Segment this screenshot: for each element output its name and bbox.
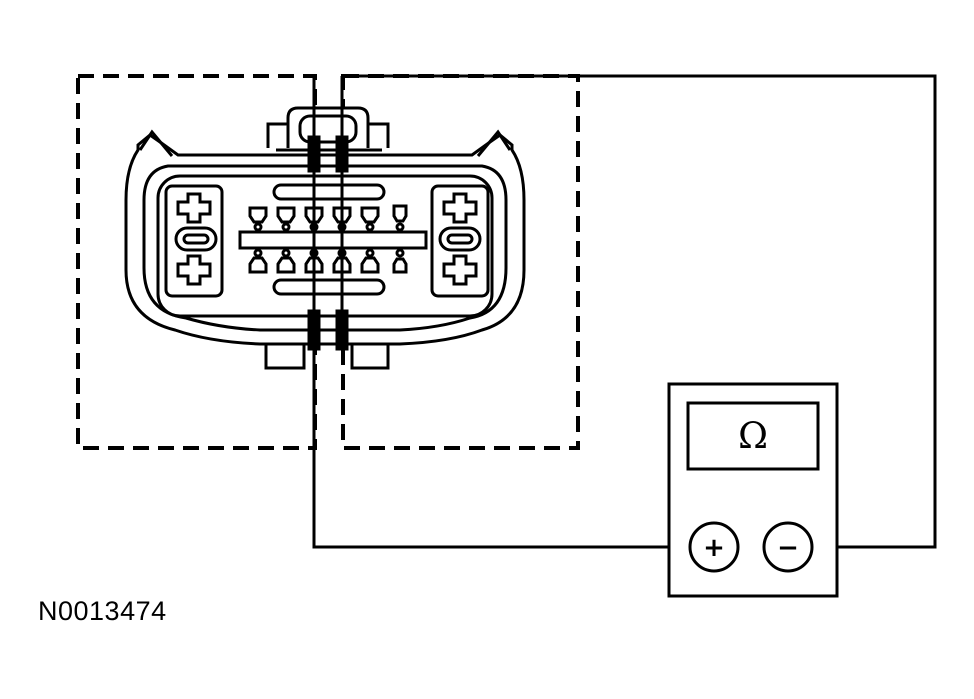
upper-rail — [272, 183, 386, 201]
right-ear — [476, 129, 512, 157]
cavity-pin — [365, 248, 375, 258]
cavity-pin — [281, 222, 291, 232]
bottom-right-tab — [350, 340, 390, 370]
right-lower-cross — [442, 254, 478, 286]
lower-left-probe — [307, 309, 321, 351]
negative-terminal — [762, 521, 814, 573]
right-oval-key-inner — [446, 233, 474, 245]
lower-rail — [272, 278, 386, 296]
cavity-pin — [253, 222, 263, 232]
top-right-tab — [368, 122, 390, 148]
meter-wiring — [312, 74, 937, 549]
cavity — [360, 206, 380, 224]
cavity-pin — [365, 222, 375, 232]
bottom-left-tab — [264, 340, 306, 370]
cavity-pin — [395, 222, 405, 232]
meter-display-symbol: Ω — [738, 416, 768, 457]
left-oval-key-inner — [182, 233, 210, 245]
cavity-pin — [395, 248, 405, 258]
positive-lead-wire — [312, 346, 690, 549]
cavity — [276, 206, 296, 224]
cavity — [276, 256, 296, 274]
cavity-pin — [253, 248, 263, 258]
connector-icon — [124, 106, 526, 370]
left-lower-cross — [176, 254, 212, 286]
positive-terminal — [688, 521, 740, 573]
negative-lead-wire — [342, 74, 937, 549]
lower-right-probe — [335, 309, 349, 351]
cavity — [392, 257, 408, 274]
cavity — [392, 204, 408, 223]
upper-left-probe — [307, 135, 321, 173]
positive-terminal-label: + — [703, 533, 725, 563]
cavity — [360, 256, 380, 274]
right-upper-cross — [442, 192, 478, 224]
center-rail — [238, 230, 428, 250]
figure-id-label: N0013474 — [38, 596, 167, 626]
left-dashed-boundary — [76, 74, 317, 450]
upper-cavity-row — [248, 204, 408, 232]
left-ear — [138, 129, 174, 157]
upper-right-probe — [335, 135, 349, 173]
ohmmeter-icon: Ω + − — [667, 382, 839, 598]
meter-display — [686, 401, 820, 471]
top-left-tab — [266, 122, 288, 148]
cavity — [248, 206, 268, 224]
cavity-pin — [281, 248, 291, 258]
negative-terminal-label: − — [777, 533, 799, 563]
cavity — [248, 256, 268, 274]
left-upper-cross — [176, 192, 212, 224]
